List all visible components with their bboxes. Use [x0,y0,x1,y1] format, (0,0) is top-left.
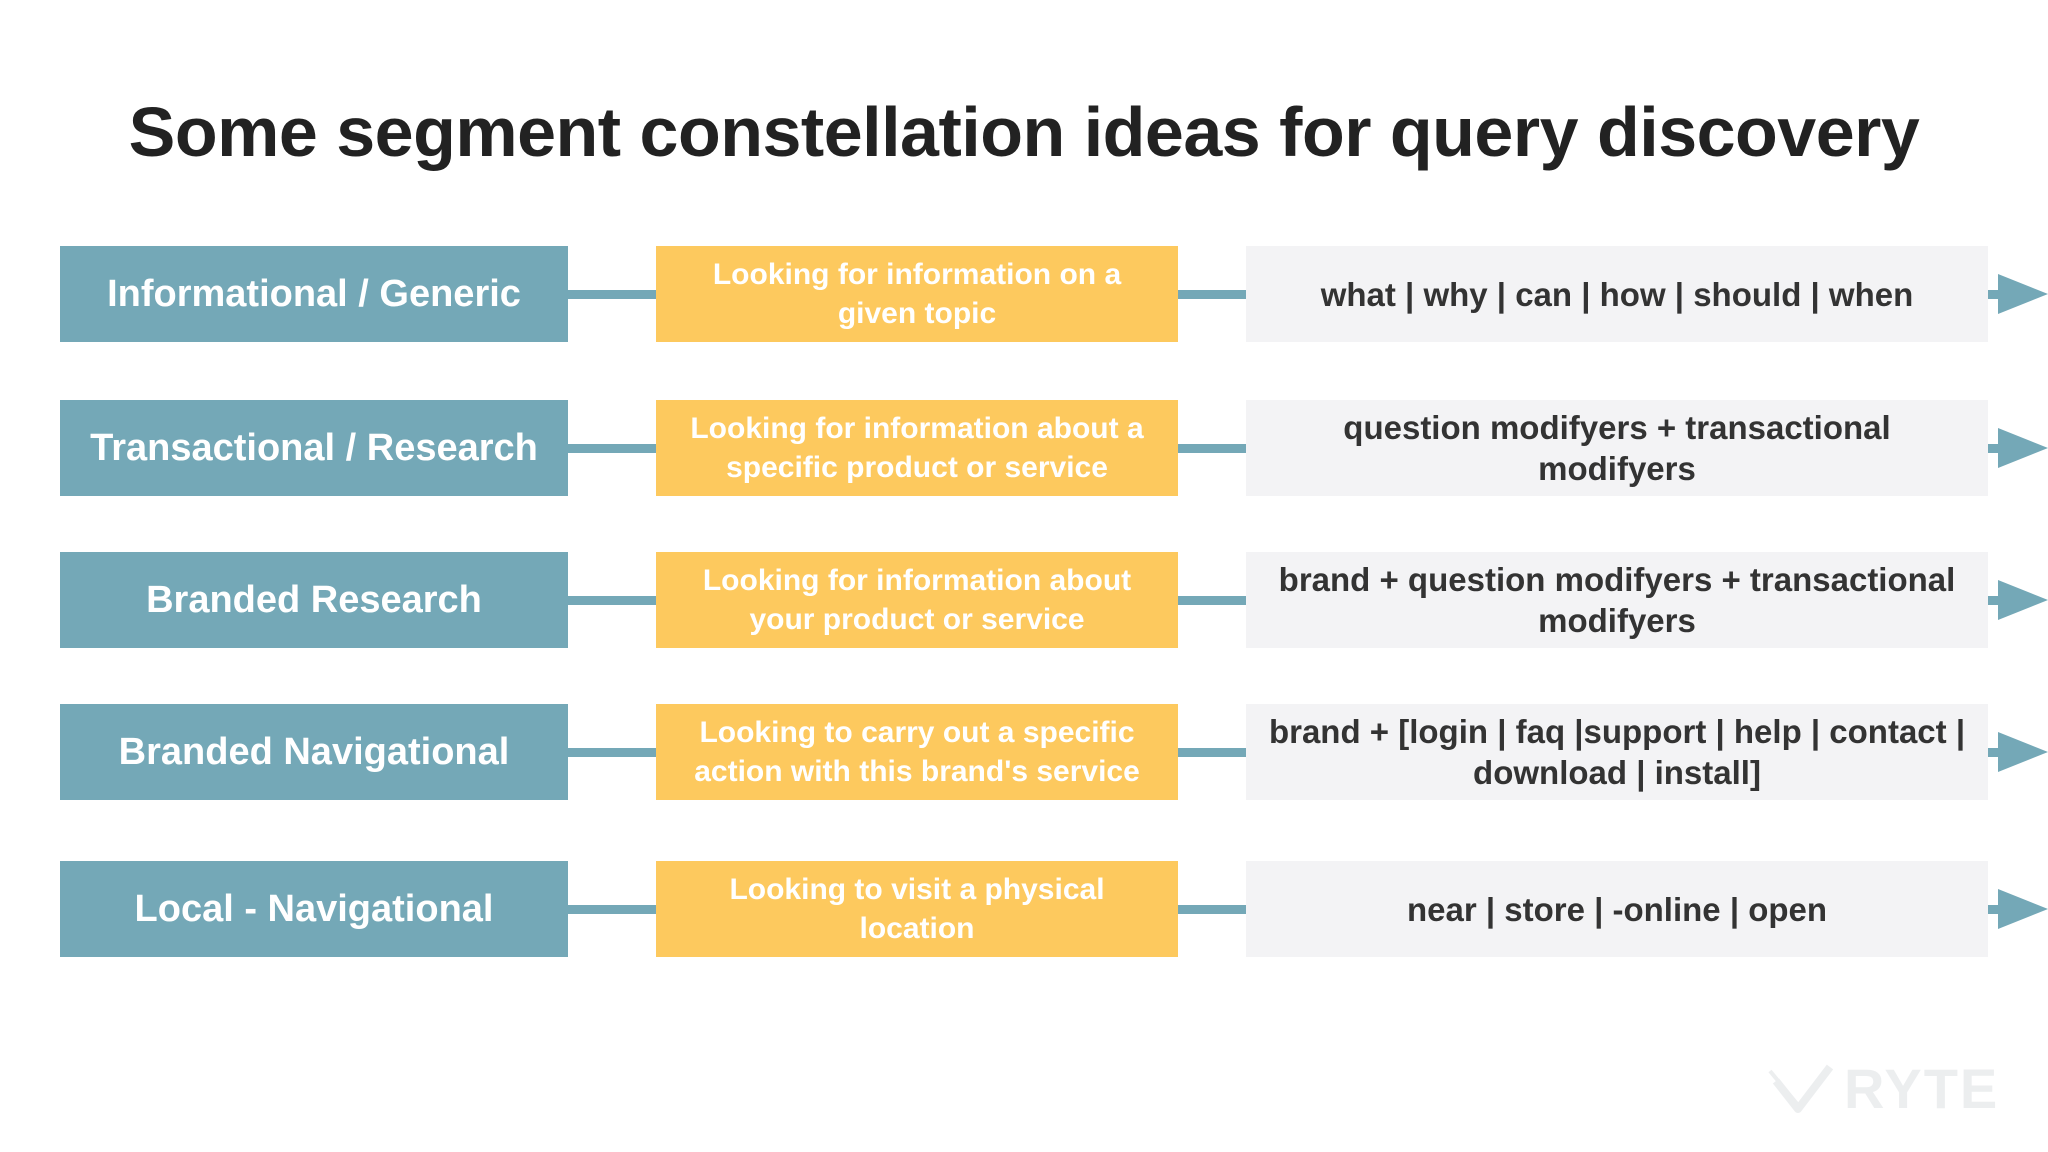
connector-line [1988,290,2002,299]
query-modifiers: brand + [login | faq |support | help | c… [1246,704,1988,800]
intent-description: Looking for information on a given topic [656,246,1178,342]
segment-row-transactional: Transactional / Research Looking for inf… [0,400,2048,496]
arrow-right-icon [1998,274,2048,314]
intent-description: Looking for information about a specific… [656,400,1178,496]
segment-row-local-navigational: Local - Navigational Looking to visit a … [0,861,2048,957]
query-modifiers: near | store | -online | open [1246,861,1988,957]
arrow-right-icon [1998,889,2048,929]
connector-line [568,905,656,914]
connector-line [568,444,656,453]
connector-line [1178,596,1246,605]
connector-line [568,596,656,605]
connector-line [568,748,656,757]
connector-line [1988,444,2002,453]
segment-label: Branded Research [60,552,568,648]
query-modifiers: brand + question modifyers + transaction… [1246,552,1988,648]
connector-line [1988,748,2002,757]
connector-line [1178,748,1246,757]
arrow-right-icon [1998,428,2048,468]
arrow-right-icon [1998,580,2048,620]
connector-line [1988,905,2002,914]
segment-row-branded-research: Branded Research Looking for information… [0,552,2048,648]
ryte-logo-icon [1768,1064,1834,1113]
segment-row-informational: Informational / Generic Looking for info… [0,246,2048,342]
connector-line [1178,290,1246,299]
connector-line [1178,905,1246,914]
intent-description: Looking to carry out a specific action w… [656,704,1178,800]
query-modifiers: question modifyers + transactional modif… [1246,400,1988,496]
arrow-right-icon [1998,732,2048,772]
segment-label: Local - Navigational [60,861,568,957]
segment-label: Branded Navigational [60,704,568,800]
ryte-watermark: RYTE [1768,1056,1999,1121]
segment-label: Transactional / Research [60,400,568,496]
query-modifiers: what | why | can | how | should | when [1246,246,1988,342]
segment-label: Informational / Generic [60,246,568,342]
intent-description: Looking for information about your produ… [656,552,1178,648]
segment-row-branded-navigational: Branded Navigational Looking to carry ou… [0,704,2048,800]
connector-line [1178,444,1246,453]
connector-line [568,290,656,299]
watermark-text: RYTE [1844,1057,2000,1120]
intent-description: Looking to visit a physical location [656,861,1178,957]
connector-line [1988,596,2002,605]
slide-title: Some segment constellation ideas for que… [128,93,1920,171]
